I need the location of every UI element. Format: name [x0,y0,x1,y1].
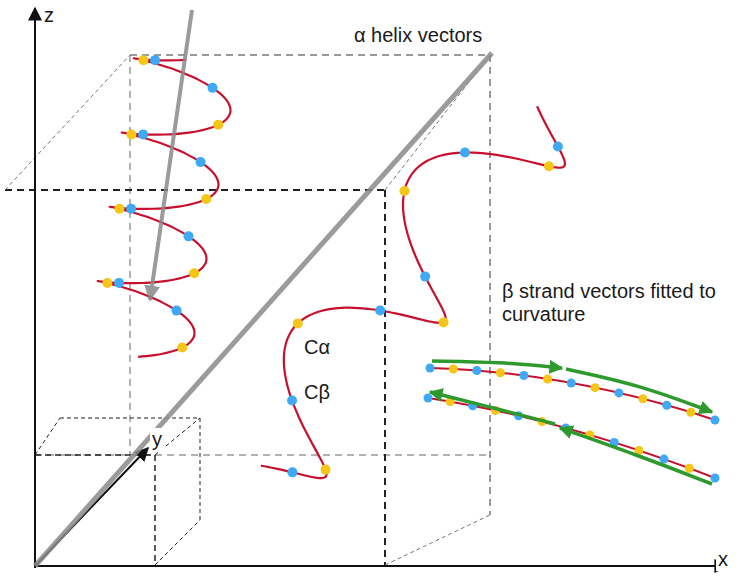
atom-dot [114,278,124,288]
atom-dot [126,130,136,140]
atom-dot [659,455,668,464]
helix-axis-vector [35,53,492,566]
atom-dot [543,374,552,383]
helix-vectors [35,10,492,566]
atom-dot [591,383,600,392]
axis-label: y [150,428,164,451]
annotation: β strand vectors fitted to curvature [500,280,719,326]
atom-dot [287,396,297,406]
atom-dot [287,467,297,477]
atom-dot [321,465,331,475]
atom-dot [196,157,206,167]
atom-dot [399,186,409,196]
atom-dot [114,204,124,214]
atom-dot [638,394,647,403]
atom-dot [519,371,528,380]
x-axis [35,565,727,567]
atom-dot [201,194,211,204]
axis-label: z [42,4,56,27]
atom-dot [662,401,671,410]
atom-dot [449,364,458,373]
z-axis [34,8,36,568]
atom-dot [375,306,385,316]
atom-dot [686,408,695,417]
atom-dot [544,161,554,171]
axis-label: x [716,548,730,571]
helix-axis-vector [150,10,192,300]
reference-box [5,55,490,565]
atom-dot [567,379,576,388]
atom-dot [553,141,563,151]
atom-dot [460,148,470,158]
atom-dot [711,416,720,425]
atom-dot [614,388,623,397]
atom-dot [293,318,303,328]
beta-strands [424,361,720,484]
atom-dot [496,368,505,377]
atom-dot [172,306,182,316]
atom-dot [184,231,194,241]
strand-backbone [428,398,715,478]
coordinate-axes [35,8,727,568]
atom-dot [685,464,694,473]
strand-vector [566,369,712,412]
atom-dot [213,120,223,130]
atom-dot [711,474,720,483]
atom-dot [424,394,433,403]
strand-vector [430,392,555,424]
atom-dot [439,317,449,327]
atom-dot [138,55,148,65]
atom-dot [420,272,430,282]
atom-dot [208,83,218,93]
atom-label: Cβ [302,381,332,404]
strand-vector [432,361,562,368]
atom-dot [126,204,136,214]
atom-label: Cα [302,336,332,359]
strand-backbone [430,368,715,420]
annotation: α helix vectors [352,24,484,47]
atom-dot [426,364,435,373]
atom-dot [189,268,199,278]
atom-dot [472,366,481,375]
atom-dot [177,343,187,353]
strand-vector [560,428,712,484]
atom-dot [150,55,160,65]
atom-dot [138,129,148,139]
atom-dot [102,278,112,288]
